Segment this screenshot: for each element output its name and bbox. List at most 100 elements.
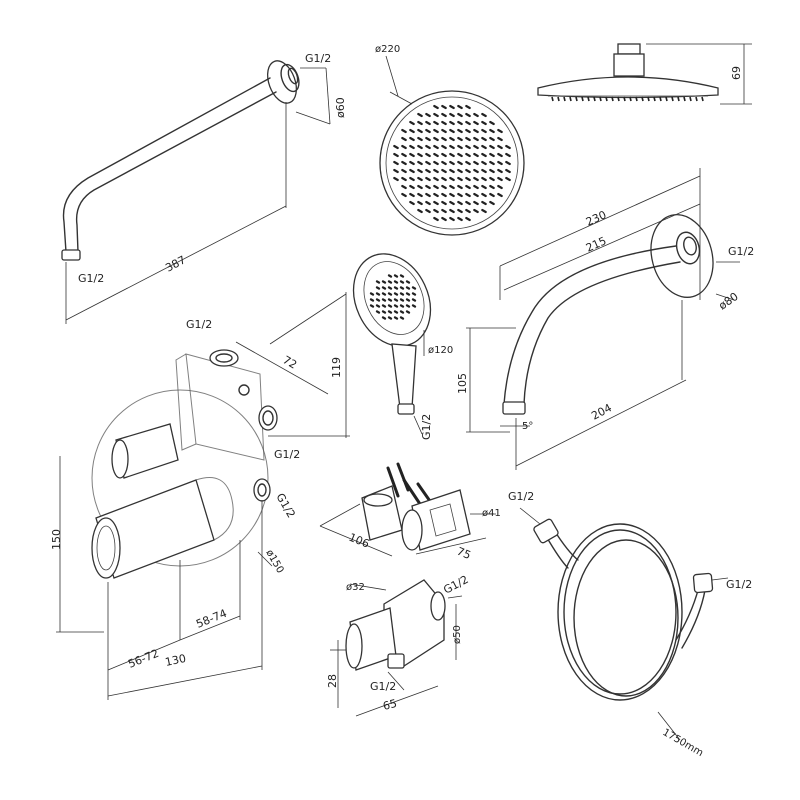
nozzle	[505, 144, 511, 150]
shower-hose: G1/2 G1/2 1750mm	[508, 490, 752, 759]
nozzle	[457, 160, 463, 166]
label-mixer-top-offset: 72	[281, 353, 300, 371]
nozzle	[417, 144, 423, 150]
nozzle	[417, 160, 423, 166]
nozzle	[425, 208, 431, 214]
nozzle	[441, 192, 447, 198]
label-arm-right-angle: 5°	[522, 421, 533, 432]
nozzle	[381, 280, 387, 284]
label-head-front-dia: ø220	[375, 44, 400, 55]
nozzle	[375, 304, 381, 308]
nozzle	[425, 136, 431, 142]
label-arm-right-height: 105	[456, 373, 469, 394]
nozzle	[409, 168, 415, 174]
nozzle	[417, 168, 423, 174]
label-hose-thread-left: G1/2	[508, 490, 534, 503]
label-arm-top-thread: G1/2	[305, 52, 331, 65]
nozzle	[449, 168, 455, 174]
label-arm-right-inner: 215	[584, 234, 608, 254]
nozzle	[489, 176, 495, 182]
label-outlet-thread-top: G1/2	[441, 573, 470, 597]
side-nozzle	[563, 96, 566, 102]
label-hose-thread-right: G1/2	[726, 578, 752, 591]
side-nozzle	[683, 96, 686, 102]
nozzle	[393, 292, 399, 296]
nozzle	[375, 292, 381, 296]
side-nozzle	[671, 96, 674, 102]
nozzle	[473, 112, 479, 118]
concealed-mixer: G1/2 72 119 G1/2 G1/2 ø150 150 56-72 58-…	[50, 292, 350, 700]
side-nozzle	[557, 96, 560, 102]
nozzle	[411, 286, 417, 290]
nozzle	[425, 128, 431, 134]
nozzle	[387, 286, 393, 290]
nozzle	[465, 192, 471, 198]
nozzle	[497, 184, 503, 190]
nozzle	[465, 128, 471, 134]
nozzle	[387, 316, 393, 320]
nozzle	[393, 168, 399, 174]
nozzle	[481, 200, 487, 206]
label-outlet-thread-bottom: G1/2	[370, 680, 396, 693]
nozzle	[457, 208, 463, 214]
nozzle	[457, 176, 463, 182]
nozzle	[465, 216, 471, 222]
nozzle	[401, 160, 407, 166]
label-arm-right-flange: ø80	[716, 290, 740, 313]
nozzle	[465, 112, 471, 118]
nozzle	[411, 292, 417, 296]
nozzle	[457, 184, 463, 190]
side-nozzle	[665, 96, 668, 102]
side-nozzle	[569, 96, 572, 102]
nozzle	[375, 310, 381, 314]
wall-shower-arm: G1/2 ø60 G1/2 387	[61, 52, 347, 324]
label-outlet-height: ø50	[452, 625, 463, 644]
nozzle	[441, 176, 447, 182]
nozzle	[441, 152, 447, 158]
side-nozzle	[581, 96, 584, 102]
nozzle	[425, 152, 431, 158]
nozzle	[417, 208, 423, 214]
nozzle	[433, 184, 439, 190]
nozzle	[489, 152, 495, 158]
nozzle	[449, 192, 455, 198]
nozzle	[481, 136, 487, 142]
nozzle	[489, 136, 495, 142]
nozzle	[441, 136, 447, 142]
nozzle	[393, 298, 399, 302]
label-holder-width: 106	[347, 531, 371, 551]
nozzle	[405, 286, 411, 290]
label-arm-top-tip-thread: G1/2	[78, 272, 104, 285]
label-arm-right-thread: G1/2	[728, 245, 754, 258]
nozzle	[417, 192, 423, 198]
nozzle	[481, 152, 487, 158]
nozzle	[393, 160, 399, 166]
nozzle	[433, 112, 439, 118]
nozzle	[399, 286, 405, 290]
nozzle	[489, 120, 495, 126]
label-mixer-depth-a: 56-72	[126, 647, 161, 671]
nozzle	[457, 136, 463, 142]
nozzle	[481, 192, 487, 198]
nozzle	[497, 136, 503, 142]
nozzle	[375, 286, 381, 290]
nozzle	[465, 184, 471, 190]
side-nozzle	[551, 96, 554, 102]
side-nozzle	[677, 96, 680, 102]
nozzle	[449, 112, 455, 118]
side-nozzle	[593, 96, 596, 102]
nozzle	[399, 280, 405, 284]
label-mixer-side-thread2: G1/2	[273, 491, 297, 520]
nozzle	[409, 184, 415, 190]
nozzle	[497, 152, 503, 158]
nozzle	[417, 152, 423, 158]
nozzle	[393, 310, 399, 314]
nozzle	[473, 184, 479, 190]
nozzle	[457, 152, 463, 158]
nozzle	[401, 184, 407, 190]
nozzle	[449, 208, 455, 214]
nozzle	[399, 304, 405, 308]
nozzle	[405, 310, 411, 314]
nozzle	[387, 298, 393, 302]
nozzle	[449, 104, 455, 110]
